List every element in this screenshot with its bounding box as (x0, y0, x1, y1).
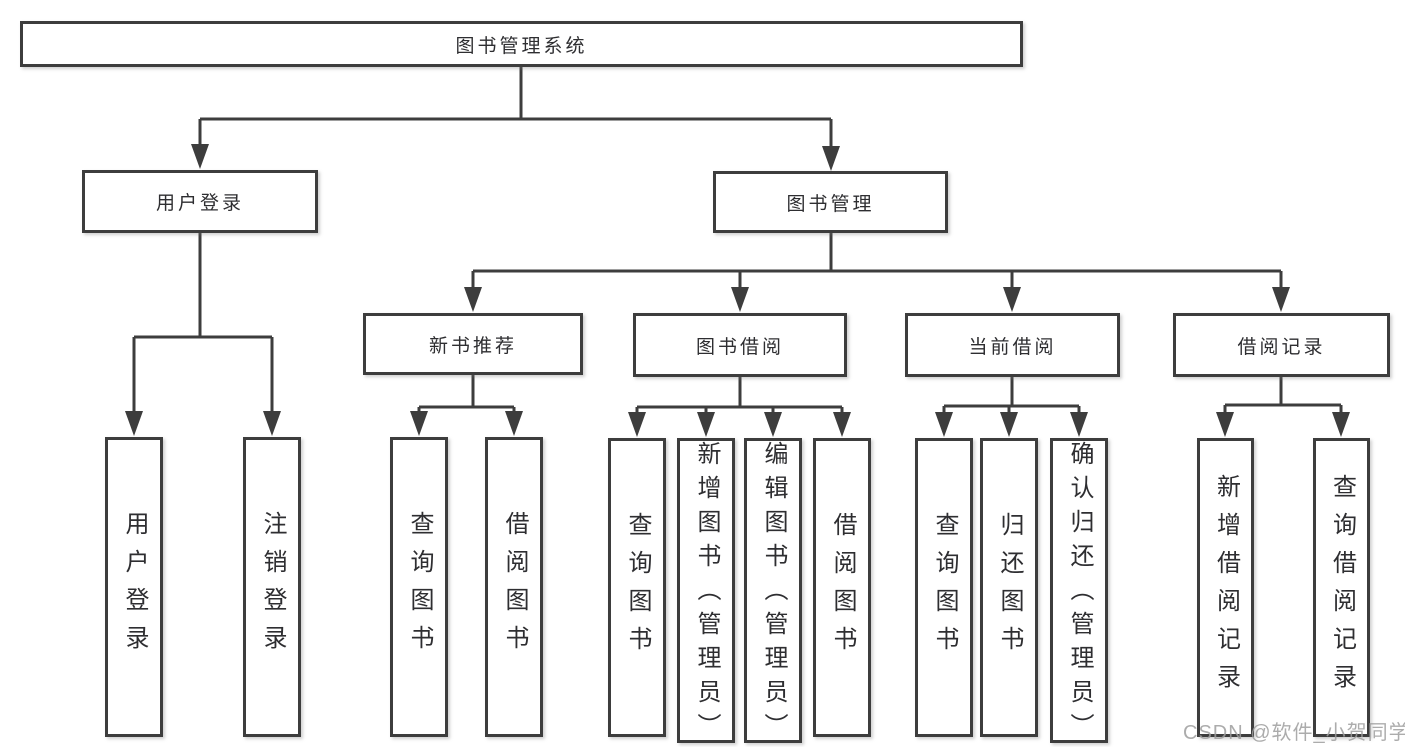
leaf-logout-login-label: 注销登录 (259, 511, 286, 663)
leaf-borrow-query-books: 查询图书 (608, 438, 666, 737)
leaf-borrow-edit-books-admin: 编辑图书（管理员） (744, 438, 802, 747)
leaf-records-add-record-label: 新增借阅记录 (1212, 473, 1240, 702)
leaf-user-login-label: 用户登录 (121, 511, 148, 663)
node-root-label: 图书管理系统 (455, 35, 588, 57)
arrowhead-icon (697, 412, 715, 437)
arrowhead-icon (464, 287, 482, 312)
node-book-management-label: 图书管理 (786, 193, 875, 215)
arrowhead-icon (505, 411, 523, 436)
arrowhead-icon (1003, 287, 1021, 312)
arrowhead-icon (1272, 287, 1290, 312)
node-book-borrow-label: 图书借阅 (695, 336, 784, 358)
leaf-current-confirm-return-admin-label: 确认归还（管理员） (1066, 441, 1093, 747)
arrowhead-icon (833, 412, 851, 437)
leaf-current-confirm-return-admin: 确认归还（管理员） (1050, 438, 1108, 747)
node-root: 图书管理系统 (20, 21, 1023, 67)
leaf-records-add-record: 新增借阅记录 (1197, 438, 1254, 737)
arrowhead-icon (1332, 412, 1350, 437)
node-user-login: 用户登录 (82, 170, 318, 233)
arrowhead-icon (1216, 412, 1234, 437)
node-user-login-label: 用户登录 (155, 193, 244, 214)
arrowhead-icon (822, 146, 840, 171)
leaf-borrow-add-books-admin: 新增图书（管理员） (677, 438, 735, 747)
leaf-borrow-borrow-books: 借阅图书 (813, 438, 871, 737)
leaf-current-query-books-label: 查询图书 (931, 511, 958, 664)
arrowhead-icon (1000, 412, 1018, 437)
arrowhead-icon (935, 412, 953, 437)
arrowhead-icon (125, 411, 143, 436)
leaf-user-login: 用户登录 (105, 437, 163, 737)
arrowhead-icon (191, 144, 209, 169)
node-book-borrow: 图书借阅 (633, 313, 847, 377)
leaf-newbooks-borrow-books-label: 借阅图书 (501, 511, 528, 663)
leaf-current-query-books: 查询图书 (915, 438, 973, 737)
node-book-management: 图书管理 (713, 171, 948, 233)
leaf-borrow-add-books-admin-label: 新增图书（管理员） (693, 441, 720, 747)
leaf-records-query-record-label: 查询借阅记录 (1328, 473, 1356, 702)
leaf-current-return-books-label: 归还图书 (996, 511, 1023, 664)
leaf-newbooks-borrow-books: 借阅图书 (485, 437, 543, 737)
node-new-book-recommend-label: 新书推荐 (428, 335, 517, 357)
node-borrow-records: 借阅记录 (1173, 313, 1390, 377)
leaf-current-return-books: 归还图书 (980, 438, 1038, 737)
node-current-borrow: 当前借阅 (905, 313, 1120, 377)
leaf-borrow-edit-books-admin-label: 编辑图书（管理员） (760, 441, 787, 747)
node-current-borrow-label: 当前借阅 (968, 336, 1057, 358)
arrowhead-icon (731, 287, 749, 312)
leaf-newbooks-query-books-label: 查询图书 (406, 511, 433, 663)
node-new-book-recommend: 新书推荐 (363, 313, 583, 375)
leaf-borrow-borrow-books-label: 借阅图书 (829, 511, 856, 664)
leaf-records-query-record: 查询借阅记录 (1313, 438, 1370, 737)
arrowhead-icon (263, 411, 281, 436)
arrowhead-icon (1070, 412, 1088, 437)
node-borrow-records-label: 借阅记录 (1237, 336, 1326, 358)
leaf-newbooks-query-books: 查询图书 (390, 437, 448, 737)
leaf-borrow-query-books-label: 查询图书 (624, 511, 651, 664)
arrowhead-icon (410, 411, 428, 436)
leaf-logout-login: 注销登录 (243, 437, 301, 737)
arrowhead-icon (764, 412, 782, 437)
arrowhead-icon (628, 412, 646, 437)
